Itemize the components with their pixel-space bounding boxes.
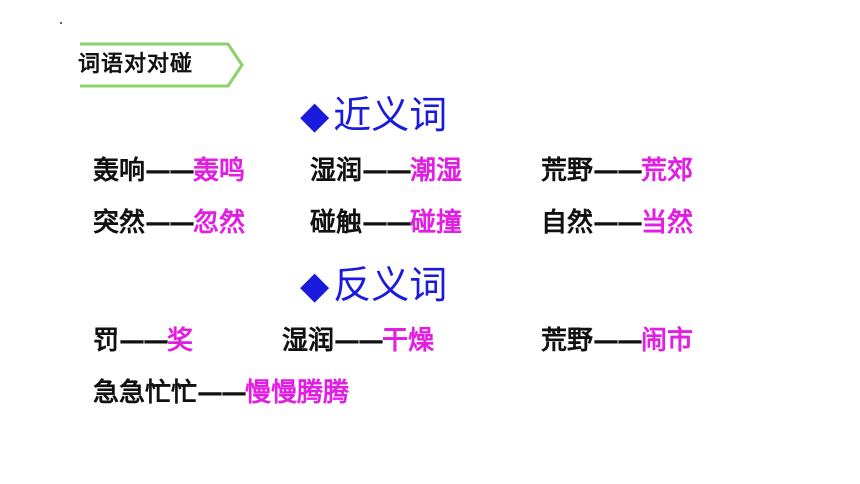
pair-dash: —— (593, 156, 643, 186)
pair-match: 忽然 (193, 208, 246, 238)
pair-word: 自然 (541, 208, 594, 238)
pair-dash: —— (197, 378, 247, 408)
pair-dash: —— (362, 156, 412, 186)
tag-arrow-shape (80, 42, 244, 88)
pair-word: 荒野 (541, 326, 594, 356)
pair-match: 奖 (167, 326, 194, 356)
synonym-pair: 轰响——轰鸣 (93, 150, 245, 187)
pair-word: 轰响 (93, 156, 146, 186)
synonym-pair: 突然——忽然 (93, 202, 245, 239)
tag-label: 词语对对碰 (78, 52, 194, 77)
diamond-icon: ◆ (300, 263, 330, 307)
stray-dot (60, 22, 62, 24)
antonym-pair: 急急忙忙——慢慢腾腾 (93, 372, 349, 409)
pair-word: 荒野 (541, 156, 594, 186)
pair-word: 突然 (93, 208, 146, 238)
diamond-icon: ◆ (300, 93, 330, 137)
pair-word: 罚 (93, 326, 120, 356)
pair-match: 潮湿 (410, 156, 463, 186)
pair-dash: —— (334, 326, 384, 356)
pair-match: 当然 (641, 208, 694, 238)
pair-match: 闹市 (641, 326, 694, 356)
synonyms-heading: ◆近义词 (300, 84, 447, 139)
antonym-pair: 荒野——闹市 (541, 320, 693, 357)
pair-dash: —— (593, 208, 643, 238)
pair-match: 碰撞 (410, 208, 463, 238)
antonym-pair: 罚——奖 (93, 320, 193, 357)
antonym-pair: 湿润——干燥 (282, 320, 434, 357)
synonyms-heading-text: 近义词 (333, 93, 448, 137)
antonyms-heading-text: 反义词 (333, 263, 448, 307)
pair-word: 湿润 (282, 326, 335, 356)
pair-word: 急急忙忙 (93, 378, 198, 408)
pair-word: 碰触 (310, 208, 363, 238)
synonym-pair: 碰触——碰撞 (310, 202, 462, 239)
pair-dash: —— (593, 326, 643, 356)
pair-match: 轰鸣 (193, 156, 246, 186)
antonyms-heading: ◆反义词 (300, 254, 447, 309)
pair-match: 慢慢腾腾 (245, 378, 350, 408)
pair-match: 干燥 (382, 326, 435, 356)
synonym-pair: 自然——当然 (541, 202, 693, 239)
pair-dash: —— (362, 208, 412, 238)
pair-dash: —— (119, 326, 169, 356)
pair-word: 湿润 (310, 156, 363, 186)
synonym-pair: 荒野——荒郊 (541, 150, 693, 187)
pair-match: 荒郊 (641, 156, 694, 186)
pair-dash: —— (145, 156, 195, 186)
synonym-pair: 湿润——潮湿 (310, 150, 462, 187)
pair-dash: —— (145, 208, 195, 238)
